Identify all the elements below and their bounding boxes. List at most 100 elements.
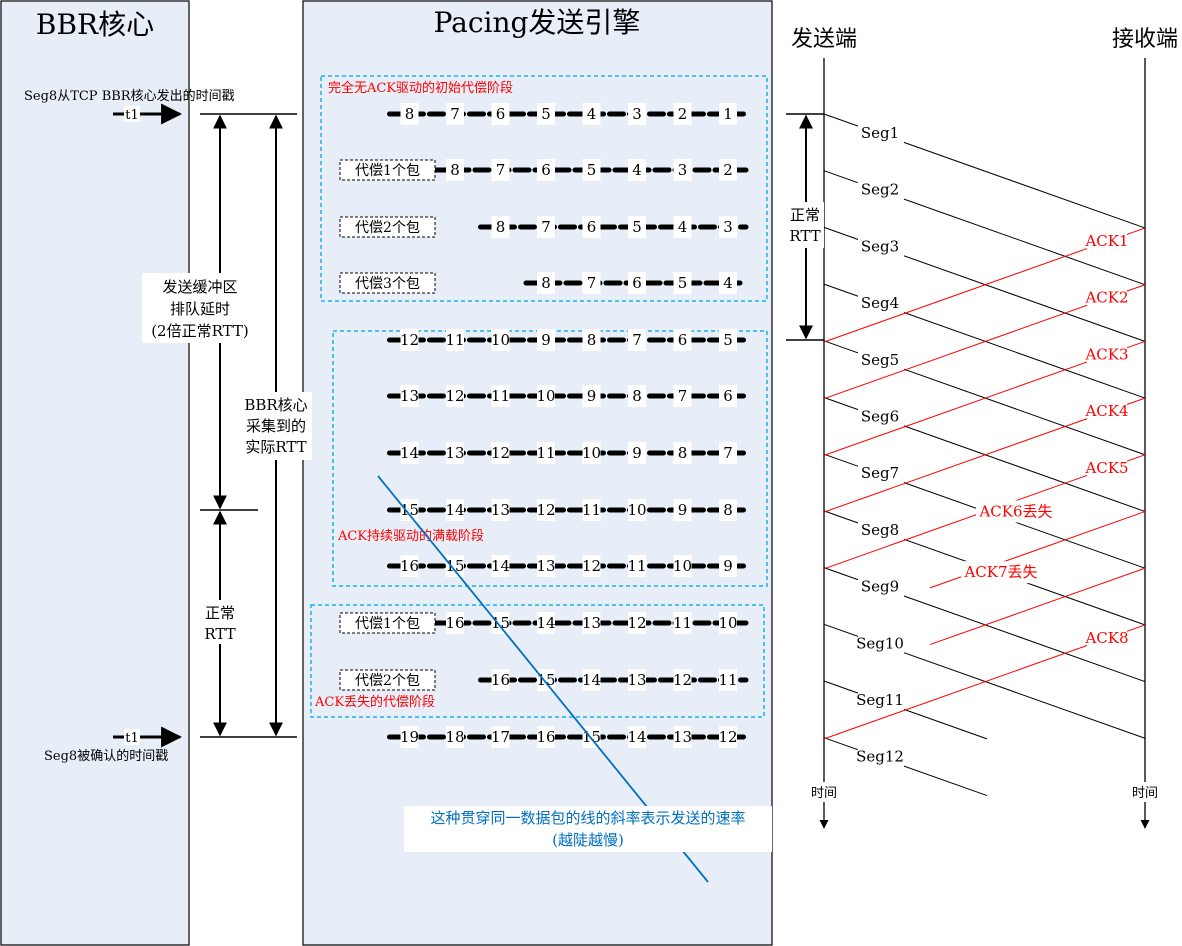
packet-number: 7 xyxy=(678,387,688,405)
send-timestamp-label: Seg8从TCP BBR核心发出的时间戳 xyxy=(24,88,235,104)
packet-number: 10 xyxy=(491,331,510,349)
packet-label-bg xyxy=(582,726,601,748)
segment-label-bg xyxy=(858,576,904,597)
svg-text:正常: 正常 xyxy=(205,604,235,622)
packet-label-bg xyxy=(628,555,646,577)
packet-label-bg xyxy=(719,329,737,351)
pacing-panel xyxy=(302,0,773,946)
packet-number: 12 xyxy=(718,728,737,746)
packet-number: 5 xyxy=(541,105,551,123)
packet-label-bg xyxy=(400,385,419,407)
ack-label-bg xyxy=(976,500,1056,523)
packet-number: 8 xyxy=(405,105,415,123)
packet-label-bg xyxy=(628,329,646,351)
sequence-lines: Seg1Seg2Seg3Seg4Seg5Seg6Seg7Seg8Seg9Seg1… xyxy=(823,113,1146,797)
packet-number: 2 xyxy=(678,105,688,123)
packet-number: 14 xyxy=(582,671,601,689)
segment-label: Seg1 xyxy=(861,124,899,142)
packet-number: 12 xyxy=(491,444,510,462)
packet-number: 8 xyxy=(496,218,506,236)
packet-number: 15 xyxy=(491,614,510,632)
segment-label: Seg9 xyxy=(861,578,899,596)
packet-number: 5 xyxy=(587,161,597,179)
packet-label-bg xyxy=(537,669,555,691)
packet-label-bg xyxy=(628,669,646,691)
packet-number: 8 xyxy=(587,331,597,349)
packet-number: 4 xyxy=(678,218,688,236)
sender-time-label: 时间 xyxy=(811,786,837,801)
svg-text:正常: 正常 xyxy=(790,206,820,224)
pacing-phase-group: ACK丢失的代偿阶段 xyxy=(310,604,765,718)
packet-number: 1 xyxy=(723,105,733,123)
packet-number: 10 xyxy=(536,387,555,405)
segment-label: Seg3 xyxy=(861,237,899,255)
segment-label: Seg4 xyxy=(861,294,899,312)
normal-rtt-label-left: 正常 RTT xyxy=(204,604,235,643)
packet-number: 18 xyxy=(445,728,464,746)
segment-line: Seg4 xyxy=(823,283,1146,399)
packet-number: 11 xyxy=(718,671,737,689)
svg-text:排队延时: 排队延时 xyxy=(170,300,230,318)
packet-label-bg xyxy=(446,159,464,181)
packet-number: 4 xyxy=(723,274,733,292)
packet-number: 7 xyxy=(587,274,597,292)
packet-label-bg xyxy=(582,612,601,634)
packet-label-bg xyxy=(491,669,510,691)
packet-number: 10 xyxy=(673,557,692,575)
packet-number: 6 xyxy=(496,105,506,123)
packet-label-bg xyxy=(582,442,601,464)
ack-label: ACK8 xyxy=(1084,629,1128,647)
packet-number: 7 xyxy=(632,331,642,349)
packet-number: 10 xyxy=(718,614,737,632)
packet-number: 9 xyxy=(587,387,597,405)
packet-label-bg xyxy=(719,103,737,125)
packet-number: 15 xyxy=(400,501,419,519)
slope-note-line2: (越陡越慢) xyxy=(552,831,624,849)
compensation-box xyxy=(339,272,436,294)
sender-normal-rtt-label: 正常 RTT xyxy=(789,206,820,245)
packet-number: 12 xyxy=(673,671,692,689)
compensation-label: 代偿2个包 xyxy=(355,673,420,689)
packet-number: 7 xyxy=(541,218,551,236)
svg-text:(2倍正常RTT): (2倍正常RTT) xyxy=(151,322,249,340)
packet-label-bg xyxy=(537,272,555,294)
packet-label-bg xyxy=(628,103,646,125)
packet-number: 11 xyxy=(582,501,601,519)
packet-number: 11 xyxy=(673,614,692,632)
segment-label-bg xyxy=(858,519,904,540)
packet-number: 4 xyxy=(632,161,642,179)
bbr-core-title: BBR核心 xyxy=(36,8,154,41)
packet-label-bg xyxy=(719,669,737,691)
ack-arrow xyxy=(929,567,1146,646)
packet-label-bg xyxy=(582,216,601,238)
packet-label-bg xyxy=(673,612,692,634)
packet-number: 12 xyxy=(627,614,646,632)
phase-label: ACK持续驱动的满载阶段 xyxy=(337,528,484,544)
packet-number: 10 xyxy=(627,501,646,519)
packet-label-bg xyxy=(628,612,646,634)
ack-timestamp-label: Seg8被确认的时间戳 xyxy=(44,748,168,764)
ack-line: ACK8 xyxy=(823,624,1146,740)
packet-label-bg xyxy=(673,216,692,238)
ack-label: ACK5 xyxy=(1084,459,1128,477)
packet-number: 19 xyxy=(400,728,419,746)
segment-label-bg xyxy=(858,179,904,200)
packet-label-bg xyxy=(537,726,555,748)
packet-number: 17 xyxy=(491,728,510,746)
segment-label-bg xyxy=(858,746,904,767)
packet-number: 7 xyxy=(496,161,506,179)
packet-number: 5 xyxy=(678,274,688,292)
packet-label-bg xyxy=(491,612,510,634)
packet-number: 3 xyxy=(678,161,688,179)
segment-line: Seg11 xyxy=(823,680,988,740)
ack-label-bg xyxy=(1087,231,1127,251)
segment-line: Seg3 xyxy=(823,226,1146,342)
packet-number: 12 xyxy=(445,387,464,405)
